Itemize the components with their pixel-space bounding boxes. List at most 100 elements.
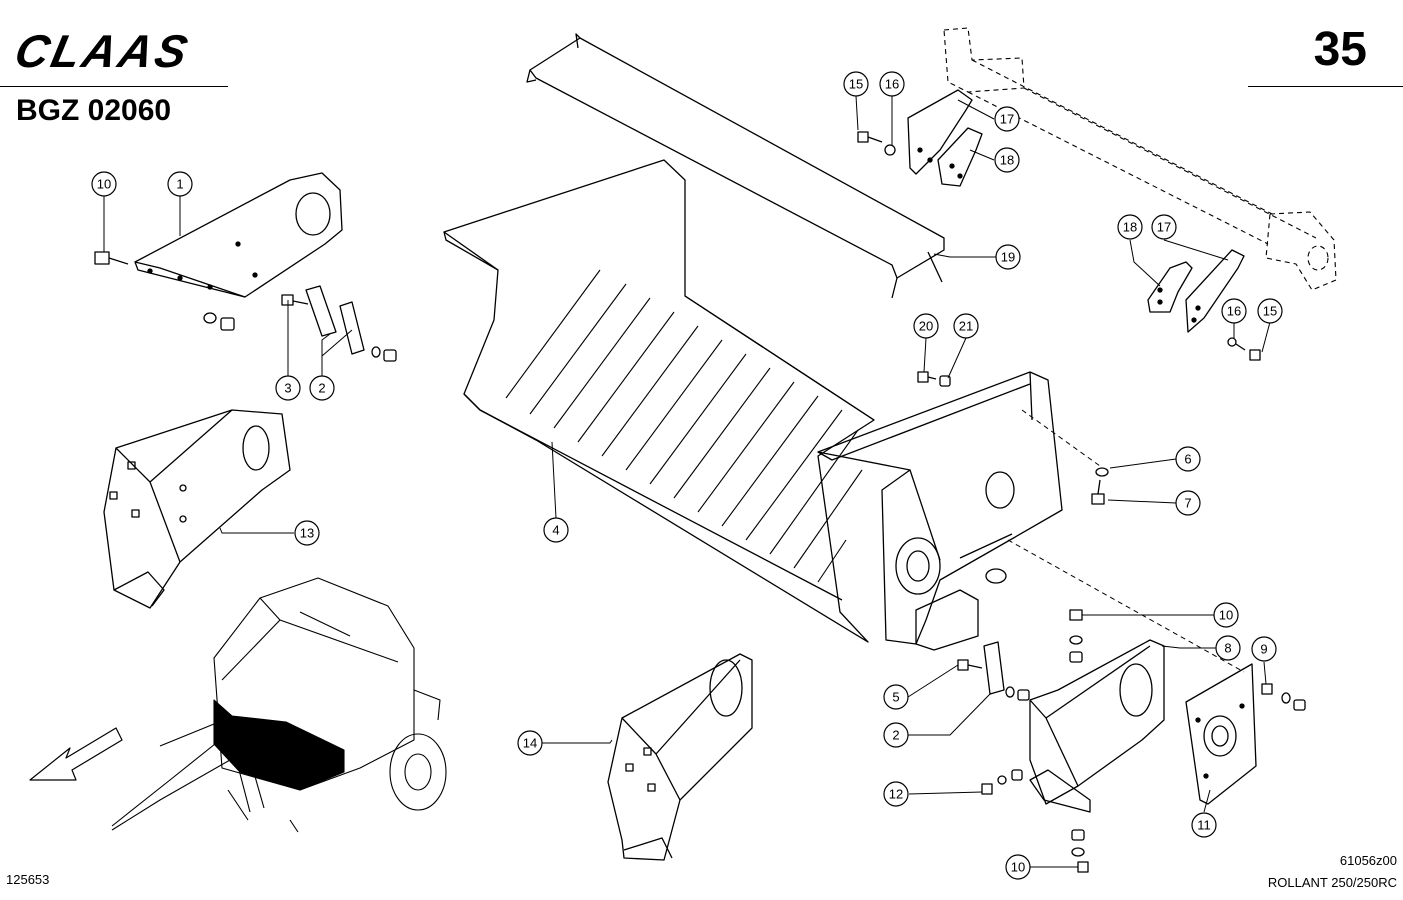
part-12-bolt: [981, 769, 1023, 795]
callout-circle: [1251, 636, 1277, 662]
callout-circle: [91, 171, 117, 197]
callout-circle: [953, 313, 979, 339]
callout-circle: [1191, 812, 1217, 838]
callout-label: 20: [919, 319, 933, 334]
callout-circle: [167, 171, 193, 197]
assembly-lines-right: [1007, 409, 1245, 673]
part-10-bolt-top-left: [94, 251, 235, 331]
callout-circle: [275, 375, 301, 401]
part-17-strap-right: [1185, 249, 1245, 333]
callout-circle: [1215, 635, 1241, 661]
part-17-strap-upper: [907, 89, 973, 175]
part-15-bolt-upper: [857, 131, 883, 143]
baler-overview-illustration: [111, 577, 447, 833]
figure-number: 125653: [6, 872, 50, 887]
callout-circle: [995, 244, 1021, 270]
callout-circle: [994, 147, 1020, 173]
part-16-washer-upper: [884, 144, 896, 156]
callout-label: 2: [318, 381, 325, 396]
page-number: 35: [1313, 23, 1367, 76]
right-side-frame: [817, 371, 1063, 651]
part-20-bolt: [917, 371, 937, 383]
part-13-guard: [103, 409, 291, 609]
callout-label: 16: [885, 77, 899, 92]
drawing-code: 61056z00: [1339, 853, 1397, 868]
callout-label: 15: [1263, 304, 1277, 319]
callout-label: 15: [849, 77, 863, 92]
callout-circle: [294, 520, 320, 546]
callout-label: 6: [1184, 452, 1191, 467]
callout-circle: [1117, 214, 1143, 240]
callout-label: 17: [1000, 112, 1014, 127]
part-9-bolt: [1261, 683, 1306, 711]
callout-circle: [1257, 298, 1283, 324]
callout-label: 1: [176, 177, 183, 192]
callout-label: 17: [1157, 220, 1171, 235]
part-3-bolt: [281, 294, 309, 306]
part-5-bolt: [957, 659, 983, 671]
callout-label: 3: [284, 381, 291, 396]
callout-circle: [1221, 298, 1247, 324]
callout-label: 18: [1123, 220, 1137, 235]
callout-label: 19: [1001, 250, 1015, 265]
callout-label: 21: [959, 319, 973, 334]
part-19-top-cover: [526, 33, 945, 299]
callout-circle: [543, 517, 569, 543]
part-18-strap-right: [1147, 261, 1193, 313]
callout-label: 10: [1219, 608, 1233, 623]
callout-label: 16: [1227, 304, 1241, 319]
part-4-main-hood: [443, 159, 875, 643]
part-2-plates-upper: [305, 285, 397, 362]
callout-circle: [913, 313, 939, 339]
callout-circle: [879, 71, 905, 97]
callout-circle: [843, 71, 869, 97]
travel-direction-arrow: [29, 727, 123, 781]
part-14-guard: [607, 653, 753, 861]
part-15-bolt-right: [1235, 343, 1261, 361]
callout-label: 2: [892, 728, 899, 743]
callout-label: 11: [1197, 818, 1211, 833]
callout-circle: [883, 781, 909, 807]
callout-label: 8: [1224, 641, 1231, 656]
callout-label: 7: [1184, 496, 1191, 511]
callout-circle: [1213, 602, 1239, 628]
part-1-bracket: [134, 172, 343, 298]
header-rule-right: [1248, 86, 1403, 87]
callout-circle: [1175, 490, 1201, 516]
part-6-washer: [1095, 467, 1109, 477]
part-7-bolt: [1091, 479, 1105, 505]
model-name: ROLLANT 250/250RC: [1267, 875, 1397, 890]
callout-circle: [309, 375, 335, 401]
callout-circle: [1151, 214, 1177, 240]
part-10-bolt-lower-bottom: [1071, 829, 1089, 873]
header-rule-left: [0, 86, 228, 87]
callout-label: 18: [1000, 153, 1014, 168]
callout-circle: [994, 106, 1020, 132]
callout-label: 12: [889, 787, 903, 802]
callout-label: 5: [892, 690, 899, 705]
part-10-bolt-lower-top: [1069, 609, 1083, 663]
part-21-nut: [939, 375, 951, 387]
callout-label: 10: [97, 177, 111, 192]
part-18-strap-upper: [937, 127, 983, 187]
leader-lines: [103, 95, 1271, 868]
callout-label: 4: [552, 523, 559, 538]
callout-circle: [1175, 446, 1201, 472]
callout-circle: [883, 684, 909, 710]
document-id: BGZ 02060: [16, 94, 172, 127]
callout-label: 9: [1260, 642, 1267, 657]
part-16-washer-right: [1227, 337, 1237, 347]
part-8-guard: [1029, 639, 1165, 813]
part-4-ribs: [505, 269, 863, 583]
callout-label: 13: [300, 526, 314, 541]
callout-circle: [1005, 854, 1031, 880]
callout-label: 10: [1011, 860, 1025, 875]
callout-label: 14: [523, 736, 537, 751]
part-11-flange-plate: [1185, 663, 1257, 805]
part-2-plate-lower: [983, 641, 1030, 701]
callout-circle: [517, 730, 543, 756]
callout-circle: [883, 722, 909, 748]
